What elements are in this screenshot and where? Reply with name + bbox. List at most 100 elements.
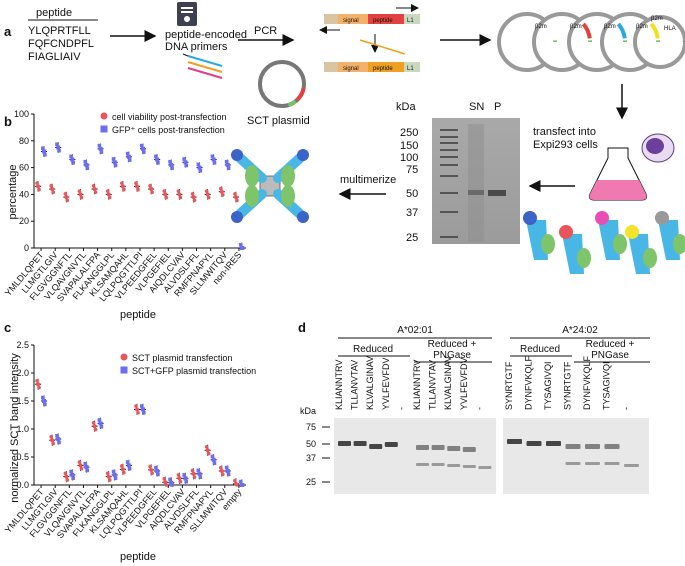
panel-d-letter: d <box>298 320 306 335</box>
y-tick-label: 0.5 <box>16 452 29 462</box>
flask-icon <box>589 147 647 201</box>
data-point <box>240 483 245 487</box>
data-point <box>135 184 139 189</box>
data-point <box>113 476 118 481</box>
legend-label: SCT plasmid transfection <box>132 353 232 363</box>
data-point <box>191 195 196 200</box>
panel-d: d A*02:01 Reduced Reduced + PNGase A*24:… <box>298 320 650 494</box>
ring-label: β2m <box>535 24 547 30</box>
data-point <box>63 471 68 476</box>
legend: SCT plasmid transfection SCT+GFP plasmid… <box>120 353 256 376</box>
data-point <box>219 189 224 194</box>
condition-label: PNGase <box>433 350 471 361</box>
data-point <box>50 438 55 443</box>
lane-label: KLIANNTRV <box>334 360 344 410</box>
data-point <box>37 187 41 192</box>
data-point <box>169 162 174 167</box>
marker-label: 25 <box>306 477 316 487</box>
data-point <box>196 162 201 167</box>
legend-marker-gfp <box>100 125 108 133</box>
data-point <box>97 143 102 148</box>
data-point <box>150 190 154 195</box>
panel-b: b cell viability post-transfection GFP⁺ … <box>3 109 246 321</box>
data-point <box>112 472 117 477</box>
data-point <box>49 435 53 439</box>
construct-top: signal peptide L1 <box>319 4 420 34</box>
data-point <box>79 195 84 200</box>
ring-label: HLA <box>664 26 676 32</box>
data-point <box>92 187 97 192</box>
allele-label: A*24:02 <box>562 325 598 336</box>
lane-label: TLLANVTAV <box>428 360 438 410</box>
data-point <box>106 192 111 197</box>
data-point <box>36 184 41 189</box>
data-point <box>204 189 209 193</box>
data-point <box>125 151 130 156</box>
data-point <box>176 473 181 477</box>
data-point <box>190 468 195 473</box>
marker-ticks <box>322 426 330 483</box>
marker-label: 250 <box>400 127 418 139</box>
data-point <box>64 474 69 479</box>
data-point <box>41 395 45 400</box>
marker-label: 75 <box>306 422 316 432</box>
data-point <box>184 479 188 484</box>
peptide-header: peptide <box>36 7 72 19</box>
cell-icon <box>641 133 675 163</box>
data-point <box>163 192 168 197</box>
primer-lines-icon <box>182 53 223 79</box>
lane-label: - <box>474 407 484 410</box>
data-point <box>148 184 152 188</box>
legend: cell viability post-transfection GFP⁺ ce… <box>100 112 227 135</box>
data-point <box>97 418 102 422</box>
data-point <box>170 483 174 487</box>
peptide-seq: FIAGLIAIV <box>28 51 81 63</box>
panel-a: a peptide YLQPRTFLL FQFCNDPFL FIAGLIAIV … <box>4 2 685 274</box>
marker-label: 75 <box>406 164 418 176</box>
data-point <box>196 468 201 473</box>
data-point <box>191 471 196 476</box>
data-point <box>164 195 169 200</box>
band <box>546 441 561 446</box>
marker-label: 50 <box>406 188 418 200</box>
band <box>369 444 383 449</box>
data-point <box>149 187 154 192</box>
data-point <box>204 445 209 449</box>
lane-label: DYNFVKQLF <box>582 355 592 410</box>
band <box>447 464 461 467</box>
data-point <box>71 476 75 481</box>
data-point <box>42 149 47 154</box>
data-point <box>78 192 83 197</box>
data-point <box>112 160 117 165</box>
data-point <box>233 195 238 200</box>
data-point <box>99 150 104 154</box>
l1-label: L1 <box>407 66 414 72</box>
data-point <box>168 159 172 164</box>
data-point <box>211 457 216 462</box>
primer-line <box>359 39 406 55</box>
data-point <box>141 146 145 151</box>
band <box>585 444 600 449</box>
data-point <box>178 195 183 200</box>
data-point <box>219 186 223 191</box>
data-point <box>221 472 225 477</box>
transfect-label: Expi293 cells <box>533 139 598 151</box>
x-axis-label: peptide <box>120 309 156 321</box>
data-point <box>156 472 160 477</box>
data-point <box>197 471 202 476</box>
y-tick-label: 2.5 <box>16 340 29 350</box>
panel-c: c SCT plasmid transfection SCT+GFP plasm… <box>3 320 256 563</box>
data-point <box>92 424 97 429</box>
band <box>462 447 476 452</box>
data-point <box>57 440 61 445</box>
marker-labels: 250 150 100 75 50 37 25 <box>400 127 418 244</box>
data-point <box>127 466 132 471</box>
data-point <box>113 163 118 168</box>
data-point <box>212 160 217 165</box>
chart-b: 020406080100YMLDLQPETLLMGTLGIVFLGVGGNFTL… <box>3 109 246 303</box>
plasmid-label: SCT plasmid <box>247 115 310 127</box>
data-point <box>78 463 83 468</box>
band <box>565 444 581 449</box>
x-axis-label: peptide <box>120 551 156 563</box>
